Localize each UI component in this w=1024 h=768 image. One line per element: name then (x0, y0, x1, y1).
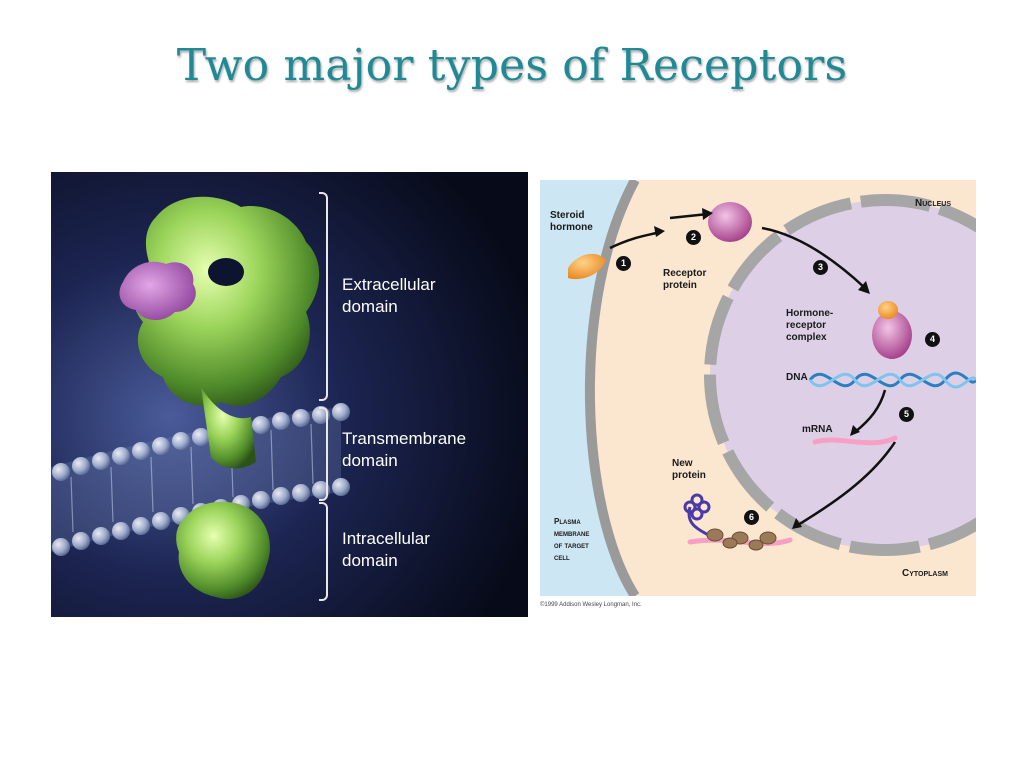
step-3-marker: 3 (813, 260, 828, 275)
dna-helix (808, 371, 976, 389)
ligand-shape (119, 261, 196, 321)
steroid-hormone-shape (568, 253, 606, 280)
mrna-label: mRNA (802, 424, 833, 435)
step-2-marker: 2 (686, 230, 701, 245)
steroid-hormone-label: Steroid hormone (550, 210, 593, 233)
ribosomes (706, 528, 777, 551)
intracellular-domain-shape (176, 501, 270, 599)
receptor-protein-shape (708, 202, 752, 242)
copyright-notice: ©1999 Addison Wesley Longman, Inc. (540, 602, 642, 608)
nucleus-label: Nucleus (915, 198, 952, 209)
receptor-illustration-graphic (51, 172, 528, 617)
transmembrane-bracket (319, 407, 328, 501)
extracellular-bracket (319, 192, 328, 401)
hormone-receptor-complex-label: Hormone- receptor complex (786, 308, 834, 343)
extracellular-domain-label: Extracellular domain (342, 275, 436, 316)
mrna-strand (812, 435, 898, 446)
plasma-membrane-label: Plasma membrane of target cell (554, 517, 590, 562)
cytoplasm-label: Cytoplasm (902, 568, 948, 579)
pathway-graphic (540, 180, 976, 596)
hormone-receptor-complex-shape (872, 311, 912, 359)
intracellular-bracket (319, 502, 328, 601)
receptor-domains-illustration: Extracellular domain Transmembrane domai… (51, 172, 528, 617)
step-6-marker: 6 (744, 510, 759, 525)
intracellular-domain-label: Intracellular domain (342, 529, 430, 570)
step-4-marker: 4 (925, 332, 940, 347)
dna-label: DNA (786, 372, 808, 383)
receptor-protein-label: Receptor protein (663, 268, 707, 291)
lipid-bilayer (51, 403, 350, 556)
new-protein-label: New protein (672, 458, 706, 481)
slide-title: Two major types of Receptors (176, 40, 848, 91)
steroid-hormone-pathway-diagram: 1 2 3 4 5 6 Nucleus Steroid hormone Rece… (540, 180, 976, 596)
transmembrane-domain-label: Transmembrane domain (342, 429, 467, 470)
step-5-marker: 5 (899, 407, 914, 422)
step-1-marker: 1 (616, 256, 631, 271)
extracellular-domain-shape (132, 196, 320, 469)
